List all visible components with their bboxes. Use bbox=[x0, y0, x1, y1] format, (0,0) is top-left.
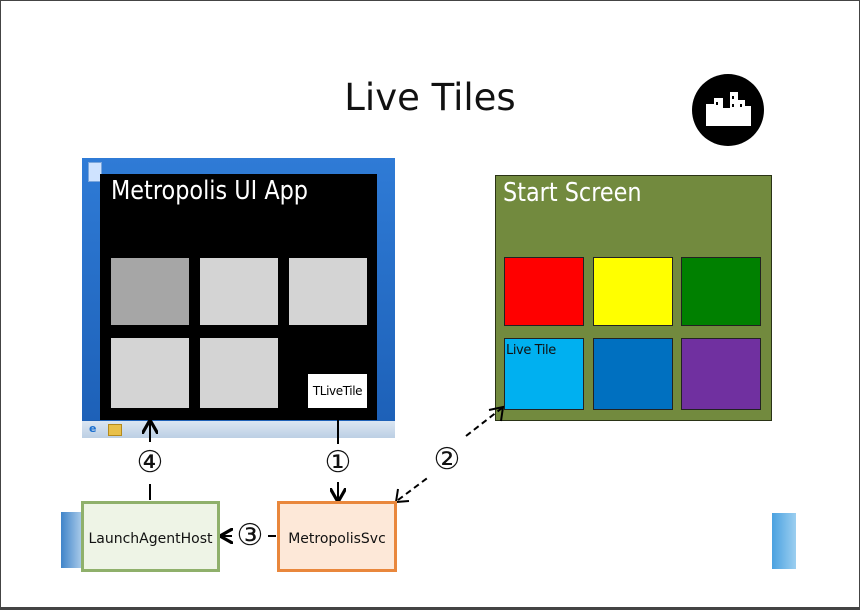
decorative-bar bbox=[61, 512, 81, 568]
start-live-tile bbox=[504, 338, 584, 410]
step-1-label: ① bbox=[321, 446, 355, 480]
start-tile-purple bbox=[681, 338, 761, 410]
arrow-2-line bbox=[465, 407, 503, 437]
start-tile-red bbox=[504, 257, 584, 326]
folder-icon bbox=[108, 424, 122, 436]
app-tile bbox=[111, 338, 189, 408]
tlivetile-component: TLiveTile bbox=[308, 374, 367, 408]
internet-explorer-icon: e bbox=[89, 422, 97, 435]
taskbar bbox=[82, 421, 395, 438]
arrow-2-line bbox=[397, 475, 431, 501]
step-2-label: ② bbox=[430, 443, 464, 477]
app-window-title: Metropolis UI App bbox=[111, 176, 309, 206]
arrow-2-head bbox=[394, 488, 410, 504]
start-tile-blue bbox=[593, 338, 673, 410]
live-tile-label: Live Tile bbox=[506, 343, 556, 358]
app-tile bbox=[289, 258, 367, 325]
metropolis-svc-box: MetropolisSvc bbox=[277, 501, 397, 572]
step-4-label: ④ bbox=[133, 446, 167, 480]
start-tile-green bbox=[681, 257, 761, 326]
start-screen-title: Start Screen bbox=[503, 178, 642, 208]
slide-title: Live Tiles bbox=[344, 76, 516, 119]
app-tile bbox=[200, 338, 278, 408]
decorative-bar bbox=[772, 513, 796, 569]
arrow-2-head bbox=[488, 405, 505, 422]
launch-agent-host-box: LaunchAgentHost bbox=[81, 501, 220, 572]
start-tile-yellow bbox=[593, 257, 673, 326]
app-tile bbox=[111, 258, 189, 325]
city-skyline-icon bbox=[692, 74, 764, 146]
app-tile bbox=[200, 258, 278, 325]
recycle-bin-icon bbox=[88, 162, 102, 182]
step-3-label: ③ bbox=[233, 519, 267, 553]
